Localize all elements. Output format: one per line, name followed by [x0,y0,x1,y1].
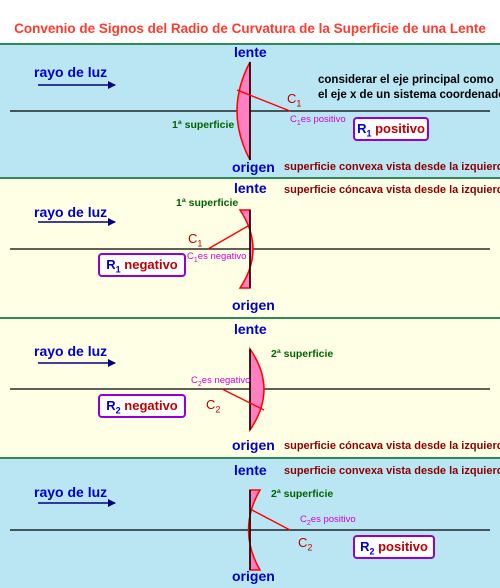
surface-description-4: superficie convexa vista desde la izquie… [284,465,500,477]
center-label-4: C2 [298,535,313,553]
lens-convex-3 [249,346,265,433]
separator-1 [0,177,500,179]
lente-label-1: lente [234,44,267,60]
origen-label-3: origen [232,437,275,453]
separator-2 [0,317,500,319]
lente-label-4: lente [234,462,267,478]
radius-sign-box-1: R1 positivo [353,117,429,141]
surface-description-2: superficie cóncava vista desde la izquie… [284,184,500,196]
surface-label-4: 2ª superficie [271,488,334,500]
lens-convex-1 [236,61,251,161]
page-title: Convenio de Signos del Radio de Curvatur… [14,21,486,36]
surface-description-3: superficie cóncava vista desde la izquie… [284,440,500,452]
origen-label-2: origen [232,297,275,313]
radius-line-1 [236,89,291,112]
center-label-2: C1 [188,231,203,249]
sign-text-1: C1es positivo [290,114,346,127]
light-ray-label-4: rayo de luz [34,484,108,500]
origen-label-4: origen [232,568,275,584]
surface-label-2: 1ª superficie [176,197,239,209]
light-ray-label-2: rayo de luz [34,204,108,220]
radius-line-2 [207,225,249,250]
separator-3 [0,457,500,459]
radius-sign-box-3: R2 negativo [98,394,186,418]
lente-label-2: lente [234,180,267,196]
light-ray-label-1: rayo de luz [34,64,108,80]
sign-text-2: C1es negativo [187,251,247,264]
axis-note-line-1: considerar el eje principal como [318,74,494,86]
surface-description-1: superficie convexa vista desde la izquie… [284,161,500,173]
sign-text-4: C2es positivo [300,514,356,527]
radius-sign-box-2: R1 negativo [98,253,186,277]
surface-label-3: 2ª superficie [271,348,334,360]
light-ray-label-3: rayo de luz [34,343,108,359]
center-label-1: C1 [287,91,302,109]
lente-label-3: lente [234,321,267,337]
radius-line-4 [251,509,291,531]
center-label-3: C2 [206,397,221,415]
radius-line-3 [221,388,265,411]
sign-text-3: C2es negativo [191,375,251,388]
origen-label-1: origen [232,159,275,175]
surface-label-1: 1ª superficie [172,119,235,131]
axis-note-line-2: el eje x de un sistema coordenado [318,89,500,101]
radius-sign-box-4: R2 positivo [353,535,435,559]
separator-top [0,43,500,45]
